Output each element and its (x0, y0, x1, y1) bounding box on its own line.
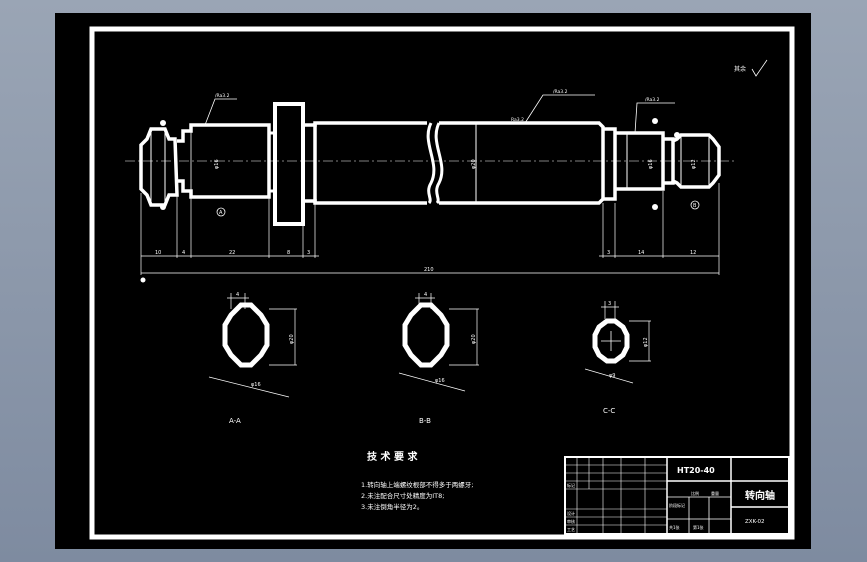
title-block-part-name: 转向轴 (745, 489, 775, 502)
title-block-label-sheets: 共1张 (669, 524, 680, 530)
title-block-drawing-no: ZXK-02 (745, 519, 765, 525)
outer-frame (89, 26, 795, 540)
main-shaft-body (303, 121, 605, 205)
dim-overall: 210 (424, 267, 434, 273)
dim-seg-6: 3 (607, 250, 610, 256)
section-view-b: 4 φ20 φ16 B-B (398, 292, 479, 425)
title-block: 标记 设计 审核 工艺 比例 重量 共1张 第1张 阶段标记 HT20-40 转… (564, 456, 790, 535)
circle-marker-a-label: A (219, 210, 223, 216)
section-a-label: A-A (229, 417, 241, 425)
section-c-label: C-C (603, 407, 615, 415)
dia-label-main: φ20 (471, 159, 477, 169)
title-block-label-mark: 标记 (567, 482, 575, 488)
dim-seg-3: 22 (229, 250, 235, 256)
section-a-outer-dia: φ20 (289, 334, 295, 344)
shaft-collar (273, 102, 305, 226)
section-mark-c-top (674, 132, 680, 138)
section-a-inner-dia: φ16 (251, 382, 261, 388)
shaft-elevation: /Ra3.2 /Ra3.2 /Ra3.2 Ra3.2 φ16 φ20 φ16 φ… (139, 89, 721, 226)
section-c-outer-dia: φ12 (643, 337, 649, 347)
engineering-drawing: 其余 /Ra3.2 /Ra3.2 /Ra3.2 (89, 26, 795, 540)
title-block-label-weight: 重量 (711, 490, 719, 496)
right-journal (603, 127, 675, 201)
section-a-key-width: 4 (236, 292, 239, 298)
tech-req-title: 技 术 要 求 (367, 450, 418, 463)
break-line-left (426, 122, 436, 205)
title-block-label-design: 设计 (567, 510, 575, 516)
section-mark-b-top (652, 118, 658, 124)
circle-marker-a (216, 207, 226, 217)
technical-requirements: 技 术 要 求 1.转向轴上端螺纹根部不得多于两螺牙; 2.未注配合尺寸处精度为… (361, 450, 473, 511)
dim-seg-7: 14 (638, 250, 644, 256)
tech-req-item-2: 2.未注配合尺寸处精度为IT8; (361, 491, 444, 500)
section-c-inner-dia: φ9 (609, 373, 615, 379)
left-spline-end (139, 127, 179, 207)
roughness-label-2: /Ra3.2 (553, 89, 568, 95)
section-b-inner-dia: φ16 (435, 378, 445, 384)
title-block-label-scale: 比例 (691, 490, 699, 496)
dia-label-end: φ12 (691, 159, 697, 169)
dimension-lines: 10 4 22 8 3 3 14 12 210 (140, 183, 720, 283)
section-mark-a-bottom (160, 204, 166, 210)
section-b-outer-dia: φ20 (471, 334, 477, 344)
section-mark-a-top (160, 120, 166, 126)
dim-seg-2: 4 (182, 250, 185, 256)
tech-req-item-1: 1.转向轴上端螺纹根部不得多于两螺牙; (361, 480, 473, 489)
break-line-right (434, 122, 444, 205)
dim-seg-1: 10 (155, 250, 161, 256)
dim-seg-4: 8 (287, 250, 290, 256)
dim-seg-5: 3 (307, 250, 310, 256)
roughness-label-3: /Ra3.2 (645, 97, 660, 103)
title-block-label-stage: 阶段标记 (669, 502, 685, 508)
cad-viewport[interactable]: 其余 /Ra3.2 /Ra3.2 /Ra3.2 (55, 13, 811, 549)
title-block-label-process: 工艺 (567, 527, 575, 532)
roughness-label-1: /Ra3.2 (215, 93, 230, 99)
roughness-note-text: 其余 (734, 65, 746, 73)
section-b-key-width: 4 (424, 292, 427, 298)
section-mark-b-bottom (652, 204, 658, 210)
dia-label-left: φ16 (214, 159, 220, 169)
title-block-label-review: 审核 (567, 518, 575, 524)
section-b-label: B-B (419, 417, 431, 425)
section-view-c: 3 φ12 φ9 C-C (584, 301, 651, 415)
left-journal (177, 123, 271, 199)
title-block-material: HT20-40 (677, 466, 715, 475)
dim-seg-8: 12 (690, 250, 696, 256)
circle-marker-b-label: B (693, 203, 697, 209)
tech-req-item-3: 3.未注倒角半径为2。 (361, 502, 423, 511)
roughness-note-symbol (751, 59, 768, 77)
circle-marker-b (690, 200, 700, 210)
title-block-label-sheet: 第1张 (693, 524, 704, 530)
roughness-label-4: Ra3.2 (511, 117, 524, 123)
section-c-key-width: 3 (608, 301, 611, 307)
section-view-a: 4 φ20 φ16 A-A (208, 292, 297, 425)
dia-label-right: φ16 (648, 159, 654, 169)
